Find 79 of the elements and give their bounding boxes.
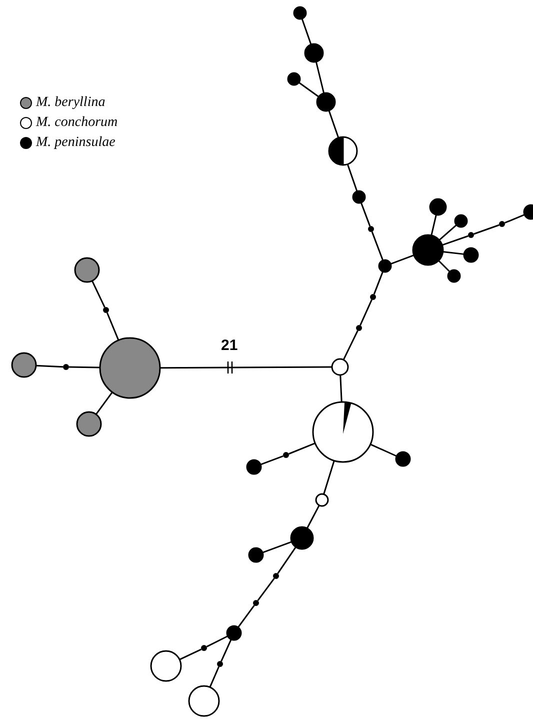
network-link [371, 232, 384, 261]
haplotype-circle [378, 259, 392, 273]
network-link [298, 82, 320, 98]
haplotype-circle [248, 547, 264, 563]
network-link [306, 504, 320, 529]
haplotype-circle [99, 337, 161, 399]
network-link [342, 330, 358, 360]
median-vector-dot [468, 232, 474, 238]
haplotype-circle [395, 451, 411, 467]
network-link [257, 578, 275, 602]
network-link [328, 110, 340, 138]
haplotype-circle [246, 459, 262, 475]
network-link [68, 366, 100, 368]
median-vector-dot [370, 294, 376, 300]
network-link [346, 164, 358, 192]
median-vector-dot [103, 307, 109, 313]
network-link [301, 18, 312, 45]
network-link [474, 224, 500, 235]
haplotype-circle [287, 72, 301, 86]
network-link [238, 604, 255, 628]
haplotype-circle [226, 625, 242, 641]
haplotype-circle [188, 685, 220, 717]
network-link [323, 460, 335, 494]
haplotype-circle [429, 198, 447, 216]
network-link [106, 312, 120, 341]
network-link [373, 271, 384, 294]
median-vector-dot [499, 221, 505, 227]
network-link [370, 444, 397, 457]
haplotype-circle [352, 190, 366, 204]
network-link [260, 455, 284, 466]
pie-chart-circle [312, 401, 374, 463]
network-link [220, 639, 232, 662]
haplotype-circle [150, 650, 182, 682]
network-link [288, 442, 316, 455]
network-link [160, 366, 332, 369]
median-vector-dot [283, 452, 289, 458]
median-vector-dot [201, 645, 207, 651]
pie-chart-circle [328, 136, 358, 166]
network-link [430, 214, 437, 236]
haplotype-circle [76, 411, 102, 437]
network-link [390, 254, 414, 265]
haplotype-circle [11, 352, 37, 378]
median-vector-dot [356, 325, 362, 331]
haplotype-circle [331, 358, 349, 376]
legend-label: M. beryllina [36, 95, 106, 111]
network-link [277, 546, 296, 574]
median-vector-dot [273, 573, 279, 579]
network-link [209, 666, 220, 688]
network-link [438, 224, 457, 241]
haplotype-circle [463, 247, 479, 263]
median-vector-dot [217, 661, 223, 667]
haplotype-circle [290, 526, 314, 550]
network-link [315, 62, 325, 94]
network-link [442, 250, 464, 255]
network-link [442, 235, 468, 246]
network-link [179, 648, 202, 660]
haplotype-circle [304, 43, 324, 63]
network-link [340, 374, 342, 402]
network-link [206, 635, 228, 648]
median-vector-dot [368, 226, 374, 232]
haplotype-circle [315, 493, 329, 507]
network-link [504, 214, 525, 224]
network-link [95, 392, 113, 415]
legend-label: M. conchorum [36, 115, 118, 131]
median-vector-dot [253, 600, 259, 606]
network-link [438, 260, 450, 272]
legend-label: M. peninsulae [36, 135, 116, 151]
network-link [262, 541, 292, 554]
haplotype-circle [74, 257, 100, 283]
network-link [91, 280, 106, 308]
network-link [360, 299, 372, 326]
haplotype-circle [447, 269, 461, 283]
network-link [36, 364, 64, 368]
haplotype-circle [412, 234, 444, 266]
haplotype-circle [293, 6, 307, 20]
median-vector-dot [63, 364, 69, 370]
haplotype-circle [316, 92, 336, 112]
haplotype-circle [454, 214, 468, 228]
network-link [360, 202, 371, 226]
